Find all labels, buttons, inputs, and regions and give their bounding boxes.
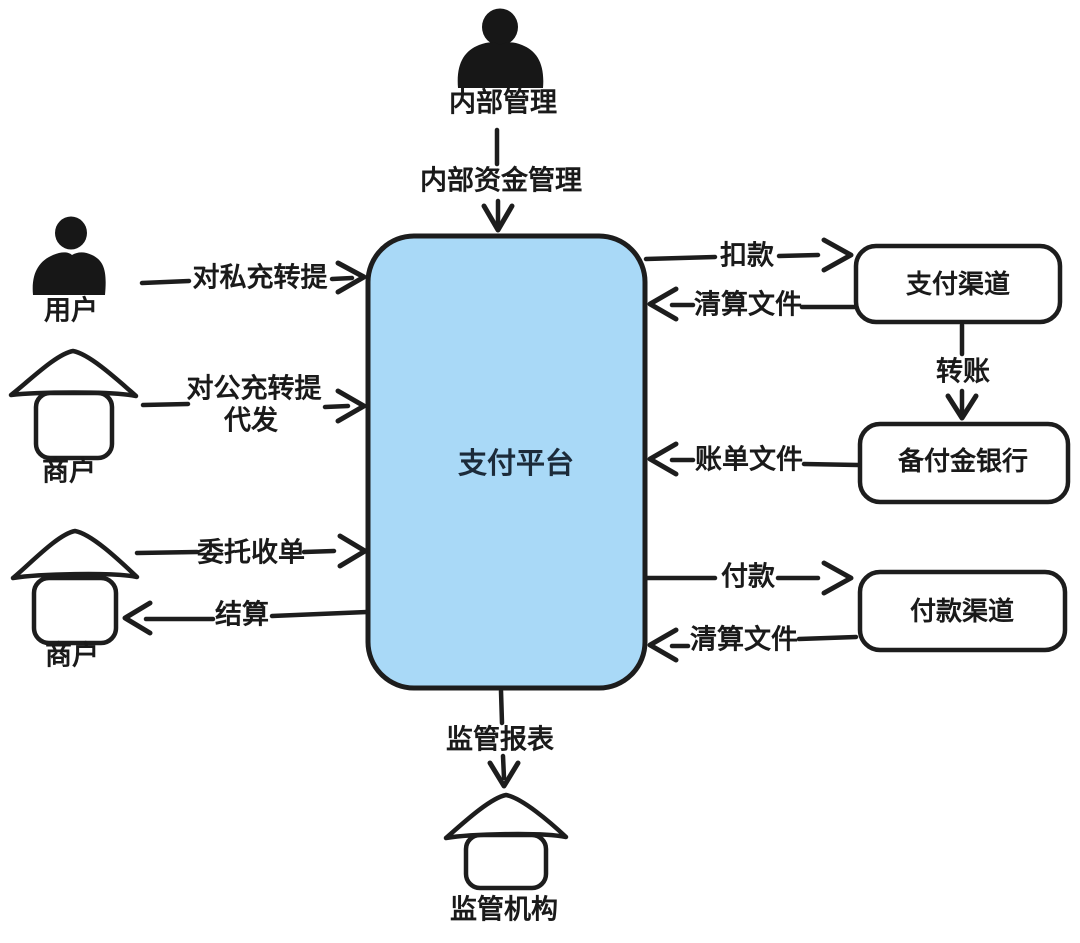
person-icon bbox=[32, 216, 106, 295]
edge-label-deduction: 扣款 bbox=[720, 241, 775, 272]
node-platform: 支付平台 bbox=[365, 233, 648, 691]
node-label-platform: 支付平台 bbox=[458, 446, 574, 480]
payout-channel-box bbox=[857, 569, 1068, 653]
node-label-user: 用户 bbox=[44, 295, 98, 327]
house-icon bbox=[443, 792, 569, 891]
edge-internal-fund bbox=[481, 127, 515, 233]
edge-label-internal-fund: 内部资金管理 bbox=[420, 165, 582, 197]
edge-label-public-recharge-line1: 对公充转提 bbox=[187, 373, 323, 405]
reserve-bank-box bbox=[857, 421, 1071, 505]
edge-deduction bbox=[643, 237, 854, 273]
edge-label-payment: 付款 bbox=[721, 562, 776, 593]
edge-clearing-file-bottom bbox=[647, 627, 859, 663]
edge-label-public-recharge-line2: 代发 bbox=[223, 405, 278, 437]
person-icon bbox=[457, 8, 544, 88]
edge-label-bill-file: 账单文件 bbox=[695, 444, 803, 476]
node-label-regulator: 监管机构 bbox=[450, 895, 558, 926]
edge-label-private-recharge: 对私充转提 bbox=[193, 262, 329, 294]
edge-payment bbox=[643, 560, 854, 596]
edge-label-clearing-file-top: 清算文件 bbox=[694, 289, 802, 321]
edge-transfer bbox=[945, 322, 979, 421]
edge-clearing-file-top bbox=[647, 286, 858, 322]
platform-box bbox=[365, 233, 648, 691]
edge-label-transfer: 转账 bbox=[936, 357, 990, 388]
edge-private-recharge bbox=[139, 260, 367, 295]
edge-entrusted-acquiring bbox=[134, 533, 368, 569]
house-icon bbox=[8, 348, 139, 461]
node-payout-channel: 付款渠道 bbox=[857, 569, 1068, 653]
edge-settlement bbox=[122, 600, 370, 636]
node-label-payout-channel: 付款渠道 bbox=[910, 596, 1014, 627]
node-label-merchant-top: 商户 bbox=[42, 456, 96, 488]
pay-channel-box bbox=[853, 243, 1063, 325]
node-reserve-bank: 备付金银行 bbox=[857, 421, 1071, 505]
edge-bill-file bbox=[647, 441, 861, 477]
edge-label-settlement: 结算 bbox=[215, 599, 269, 631]
node-label-internal-admin: 内部管理 bbox=[449, 87, 557, 119]
node-label-pay-channel: 支付渠道 bbox=[906, 269, 1010, 300]
edge-label-clearing-file-bottom: 清算文件 bbox=[690, 624, 798, 656]
node-label-reserve-bank: 备付金银行 bbox=[897, 446, 1028, 477]
node-label-merchant-bottom: 商户 bbox=[45, 640, 99, 672]
node-pay-channel: 支付渠道 bbox=[853, 243, 1063, 325]
edge-public-recharge bbox=[140, 388, 367, 424]
edge-label-entrusted-acquiring: 委托收单 bbox=[197, 538, 305, 569]
edge-regulatory-report bbox=[487, 688, 521, 789]
edge-label-regulatory-report: 监管报表 bbox=[446, 725, 554, 756]
house-icon bbox=[10, 528, 140, 646]
